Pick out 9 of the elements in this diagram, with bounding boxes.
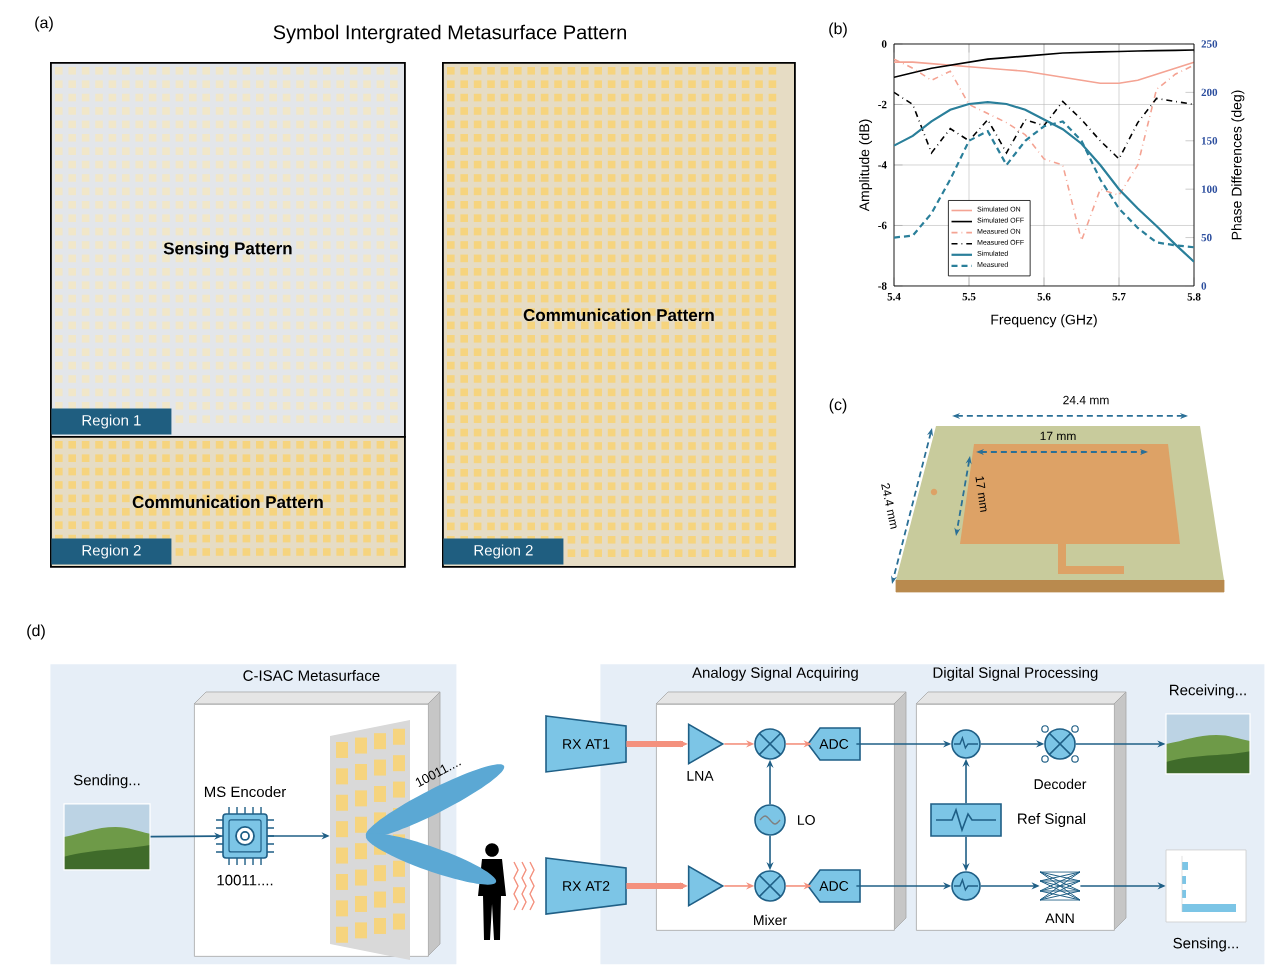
panel-label: (d): [27, 624, 45, 640]
panel-label: (a): [35, 16, 53, 32]
filter-symbol: [951, 729, 981, 759]
heading: Symbol Intergrated Metasurface Pattern: [273, 24, 626, 44]
line-series: [894, 100, 1195, 263]
panel-label: (b): [829, 22, 847, 38]
mixer-symbol: [754, 728, 786, 760]
panel-label: (c): [829, 398, 847, 414]
filter-symbol: [951, 871, 981, 901]
